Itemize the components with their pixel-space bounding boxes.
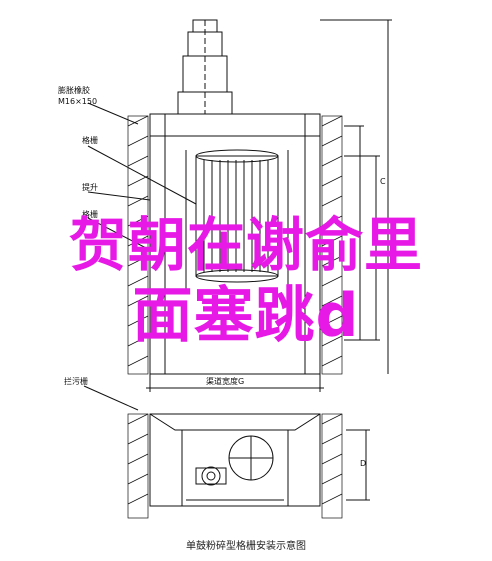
label-inflation-hose: 膨胀橡胶 bbox=[58, 85, 90, 95]
plan-wall-right bbox=[321, 413, 343, 519]
dim-channel-width: 渠道宽度G bbox=[206, 376, 244, 386]
dim-depth-d: D bbox=[360, 459, 366, 468]
label-gate: 格栅 bbox=[82, 209, 98, 219]
wall-hatch-right bbox=[321, 115, 343, 375]
label-inflation-spec: M16×150 bbox=[58, 97, 97, 106]
drum bbox=[195, 155, 279, 277]
drum-bars bbox=[203, 160, 269, 272]
overlay-text-line2: 面塞跳d bbox=[132, 281, 360, 351]
overlay-text-line1: 贺朝在谢俞里 bbox=[68, 211, 423, 279]
frame-outer bbox=[149, 113, 321, 375]
plan-view bbox=[149, 413, 321, 507]
plan-wall-left bbox=[127, 413, 149, 519]
wall-hatch-left bbox=[127, 115, 149, 375]
label-grate: 格栅 bbox=[82, 135, 98, 145]
dim-height-c: C bbox=[380, 177, 386, 186]
figure-caption: 单鼓粉碎型格栅安装示意图 bbox=[186, 541, 306, 552]
label-lift: 提升 bbox=[82, 182, 98, 192]
label-trash-bar: 拦污栅 bbox=[64, 376, 88, 386]
